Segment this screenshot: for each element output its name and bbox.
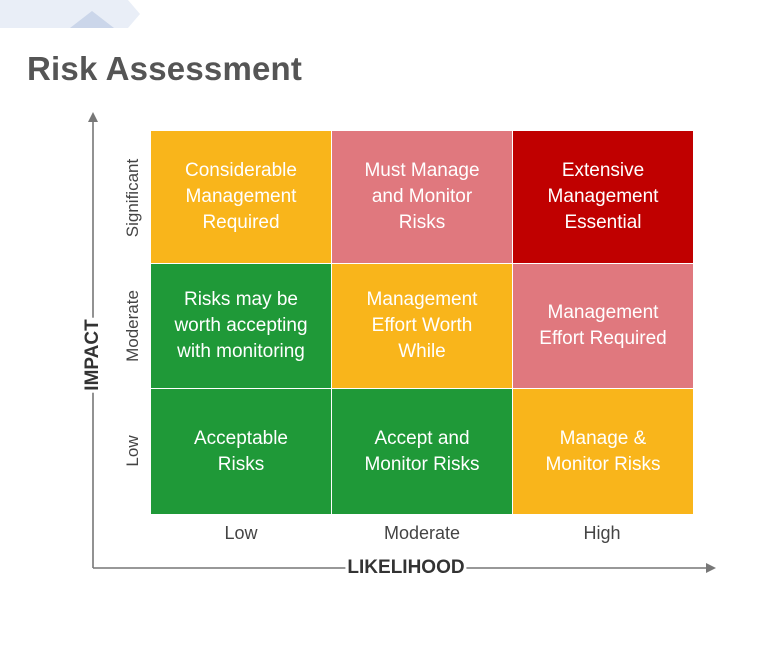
cell-moderate-moderate: Management Effort Worth While (332, 264, 512, 388)
x-level-low: Low (224, 523, 258, 543)
x-axis-arrowhead (706, 563, 716, 573)
page-title: Risk Assessment (27, 50, 303, 87)
x-level-high: High (583, 523, 621, 543)
x-level-moderate: Moderate (383, 523, 461, 543)
cell-significant-high: Extensive Management Essential (513, 131, 693, 263)
y-level-moderate: Moderate (123, 290, 142, 362)
y-level-low: Low (123, 435, 142, 467)
y-level-significant: Significant (123, 158, 142, 238)
y-axis-title: IMPACT (82, 317, 104, 393)
decorative-banner (0, 0, 140, 28)
cell-low-moderate: Accept and Monitor Risks (332, 389, 512, 514)
risk-matrix: Considerable Management Required Must Ma… (151, 131, 693, 514)
cell-significant-moderate: Must Manage and Monitor Risks (332, 131, 512, 263)
cell-low-low: Acceptable Risks (151, 389, 331, 514)
cell-moderate-high: Management Effort Required (513, 264, 693, 388)
x-axis-title: LIKELIHOOD (345, 557, 467, 579)
cell-significant-low: Considerable Management Required (151, 131, 331, 263)
cell-low-high: Manage & Monitor Risks (513, 389, 693, 514)
y-axis-arrowhead (88, 112, 98, 122)
cell-moderate-low: Risks may be worth accepting with monito… (151, 264, 331, 388)
